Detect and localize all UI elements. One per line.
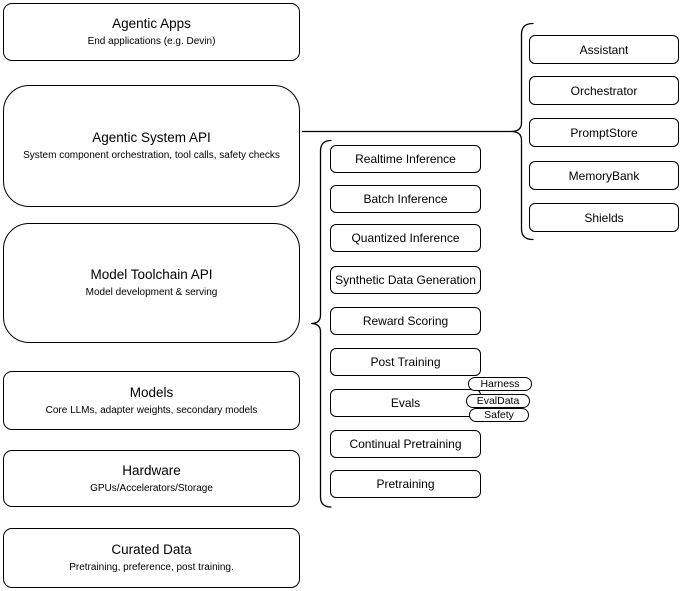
node-title: Agentic Apps bbox=[112, 16, 191, 31]
node-promptstore: PromptStore bbox=[529, 118, 679, 147]
node-evals: Evals bbox=[330, 389, 481, 417]
node-subtitle: GPUs/Accelerators/Storage bbox=[90, 482, 213, 494]
node-agentic-system-api: Agentic System API System component orch… bbox=[3, 85, 300, 207]
node-realtime-inference: Realtime Inference bbox=[330, 145, 481, 173]
node-continual-pretraining: Continual Pretraining bbox=[330, 430, 481, 458]
node-subtitle: Core LLMs, adapter weights, secondary mo… bbox=[45, 404, 258, 416]
node-title: Model Toolchain API bbox=[90, 267, 213, 282]
pill-harness: Harness bbox=[468, 377, 532, 391]
node-curated-data: Curated Data Pretraining, preference, po… bbox=[3, 528, 300, 588]
node-post-training: Post Training bbox=[330, 348, 481, 376]
node-batch-inference: Batch Inference bbox=[330, 185, 481, 213]
components-brace bbox=[510, 22, 534, 241]
node-title: Hardware bbox=[122, 462, 181, 478]
toolchain-brace bbox=[310, 139, 332, 508]
node-memorybank: MemoryBank bbox=[529, 161, 679, 190]
node-subtitle: End applications (e.g. Devin) bbox=[87, 36, 216, 47]
node-model-toolchain-api: Model Toolchain API Model development & … bbox=[3, 223, 300, 343]
node-title: Models bbox=[129, 384, 174, 400]
node-title: Curated Data bbox=[111, 542, 192, 557]
node-synthetic-data-generation: Synthetic Data Generation bbox=[330, 266, 481, 294]
node-subtitle: Pretraining, preference, post training. bbox=[69, 562, 234, 573]
node-subtitle: Model development & serving bbox=[85, 287, 218, 298]
node-models: Models Core LLMs, adapter weights, secon… bbox=[3, 371, 300, 430]
node-subtitle: System component orchestration, tool cal… bbox=[23, 150, 280, 161]
node-reward-scoring: Reward Scoring bbox=[330, 307, 481, 335]
node-orchestrator: Orchestrator bbox=[529, 76, 679, 105]
node-pretraining: Pretraining bbox=[330, 470, 481, 498]
node-title: Agentic System API bbox=[92, 130, 211, 145]
node-hardware: Hardware GPUs/Accelerators/Storage bbox=[3, 450, 300, 507]
pill-evaldata: EvalData bbox=[466, 394, 530, 408]
node-assistant: Assistant bbox=[529, 35, 679, 64]
pill-safety: Safety bbox=[469, 408, 529, 422]
node-quantized-inference: Quantized Inference bbox=[330, 224, 481, 252]
node-agentic-apps: Agentic Apps End applications (e.g. Devi… bbox=[3, 3, 300, 61]
node-shields: Shields bbox=[529, 203, 679, 232]
